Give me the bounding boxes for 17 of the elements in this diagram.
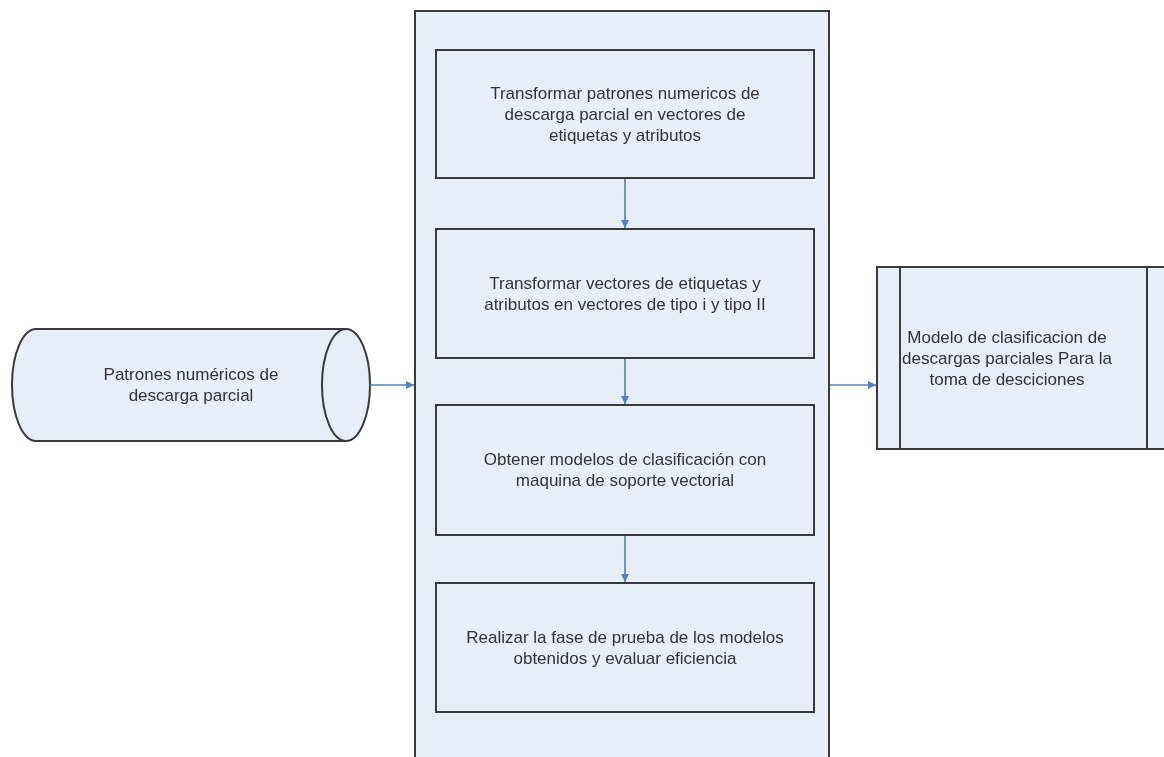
node-label: Patrones numéricos de descarga parcial bbox=[102, 364, 280, 406]
process-box bbox=[435, 582, 815, 713]
node-label: Realizar la fase de prueba de los modelos obtenidos y evaluar eficiencia bbox=[465, 626, 785, 669]
arrow bbox=[621, 358, 629, 405]
group-panel bbox=[414, 10, 830, 757]
arrow bbox=[621, 178, 629, 229]
node-label: Obtener modelos de clasificación con maquina de soporte vectorial bbox=[482, 449, 768, 491]
node-label: Modelo de clasificacion de descargas parciales Para la toma de desciciones bbox=[902, 326, 1112, 390]
arrow bbox=[369, 381, 415, 389]
predefined-process-box bbox=[876, 266, 1164, 450]
process-box bbox=[435, 49, 815, 179]
arrow bbox=[621, 535, 629, 583]
node-label: Transformar vectores de etiquetas y atributos en vectores de tipo i y tipo II bbox=[483, 272, 767, 315]
process-box bbox=[435, 404, 815, 536]
node-label: Transformar patrones numericos de descarga parcial en vectores de etiquetas y atributos bbox=[489, 82, 761, 146]
process-box bbox=[435, 228, 815, 359]
arrow bbox=[829, 381, 877, 389]
